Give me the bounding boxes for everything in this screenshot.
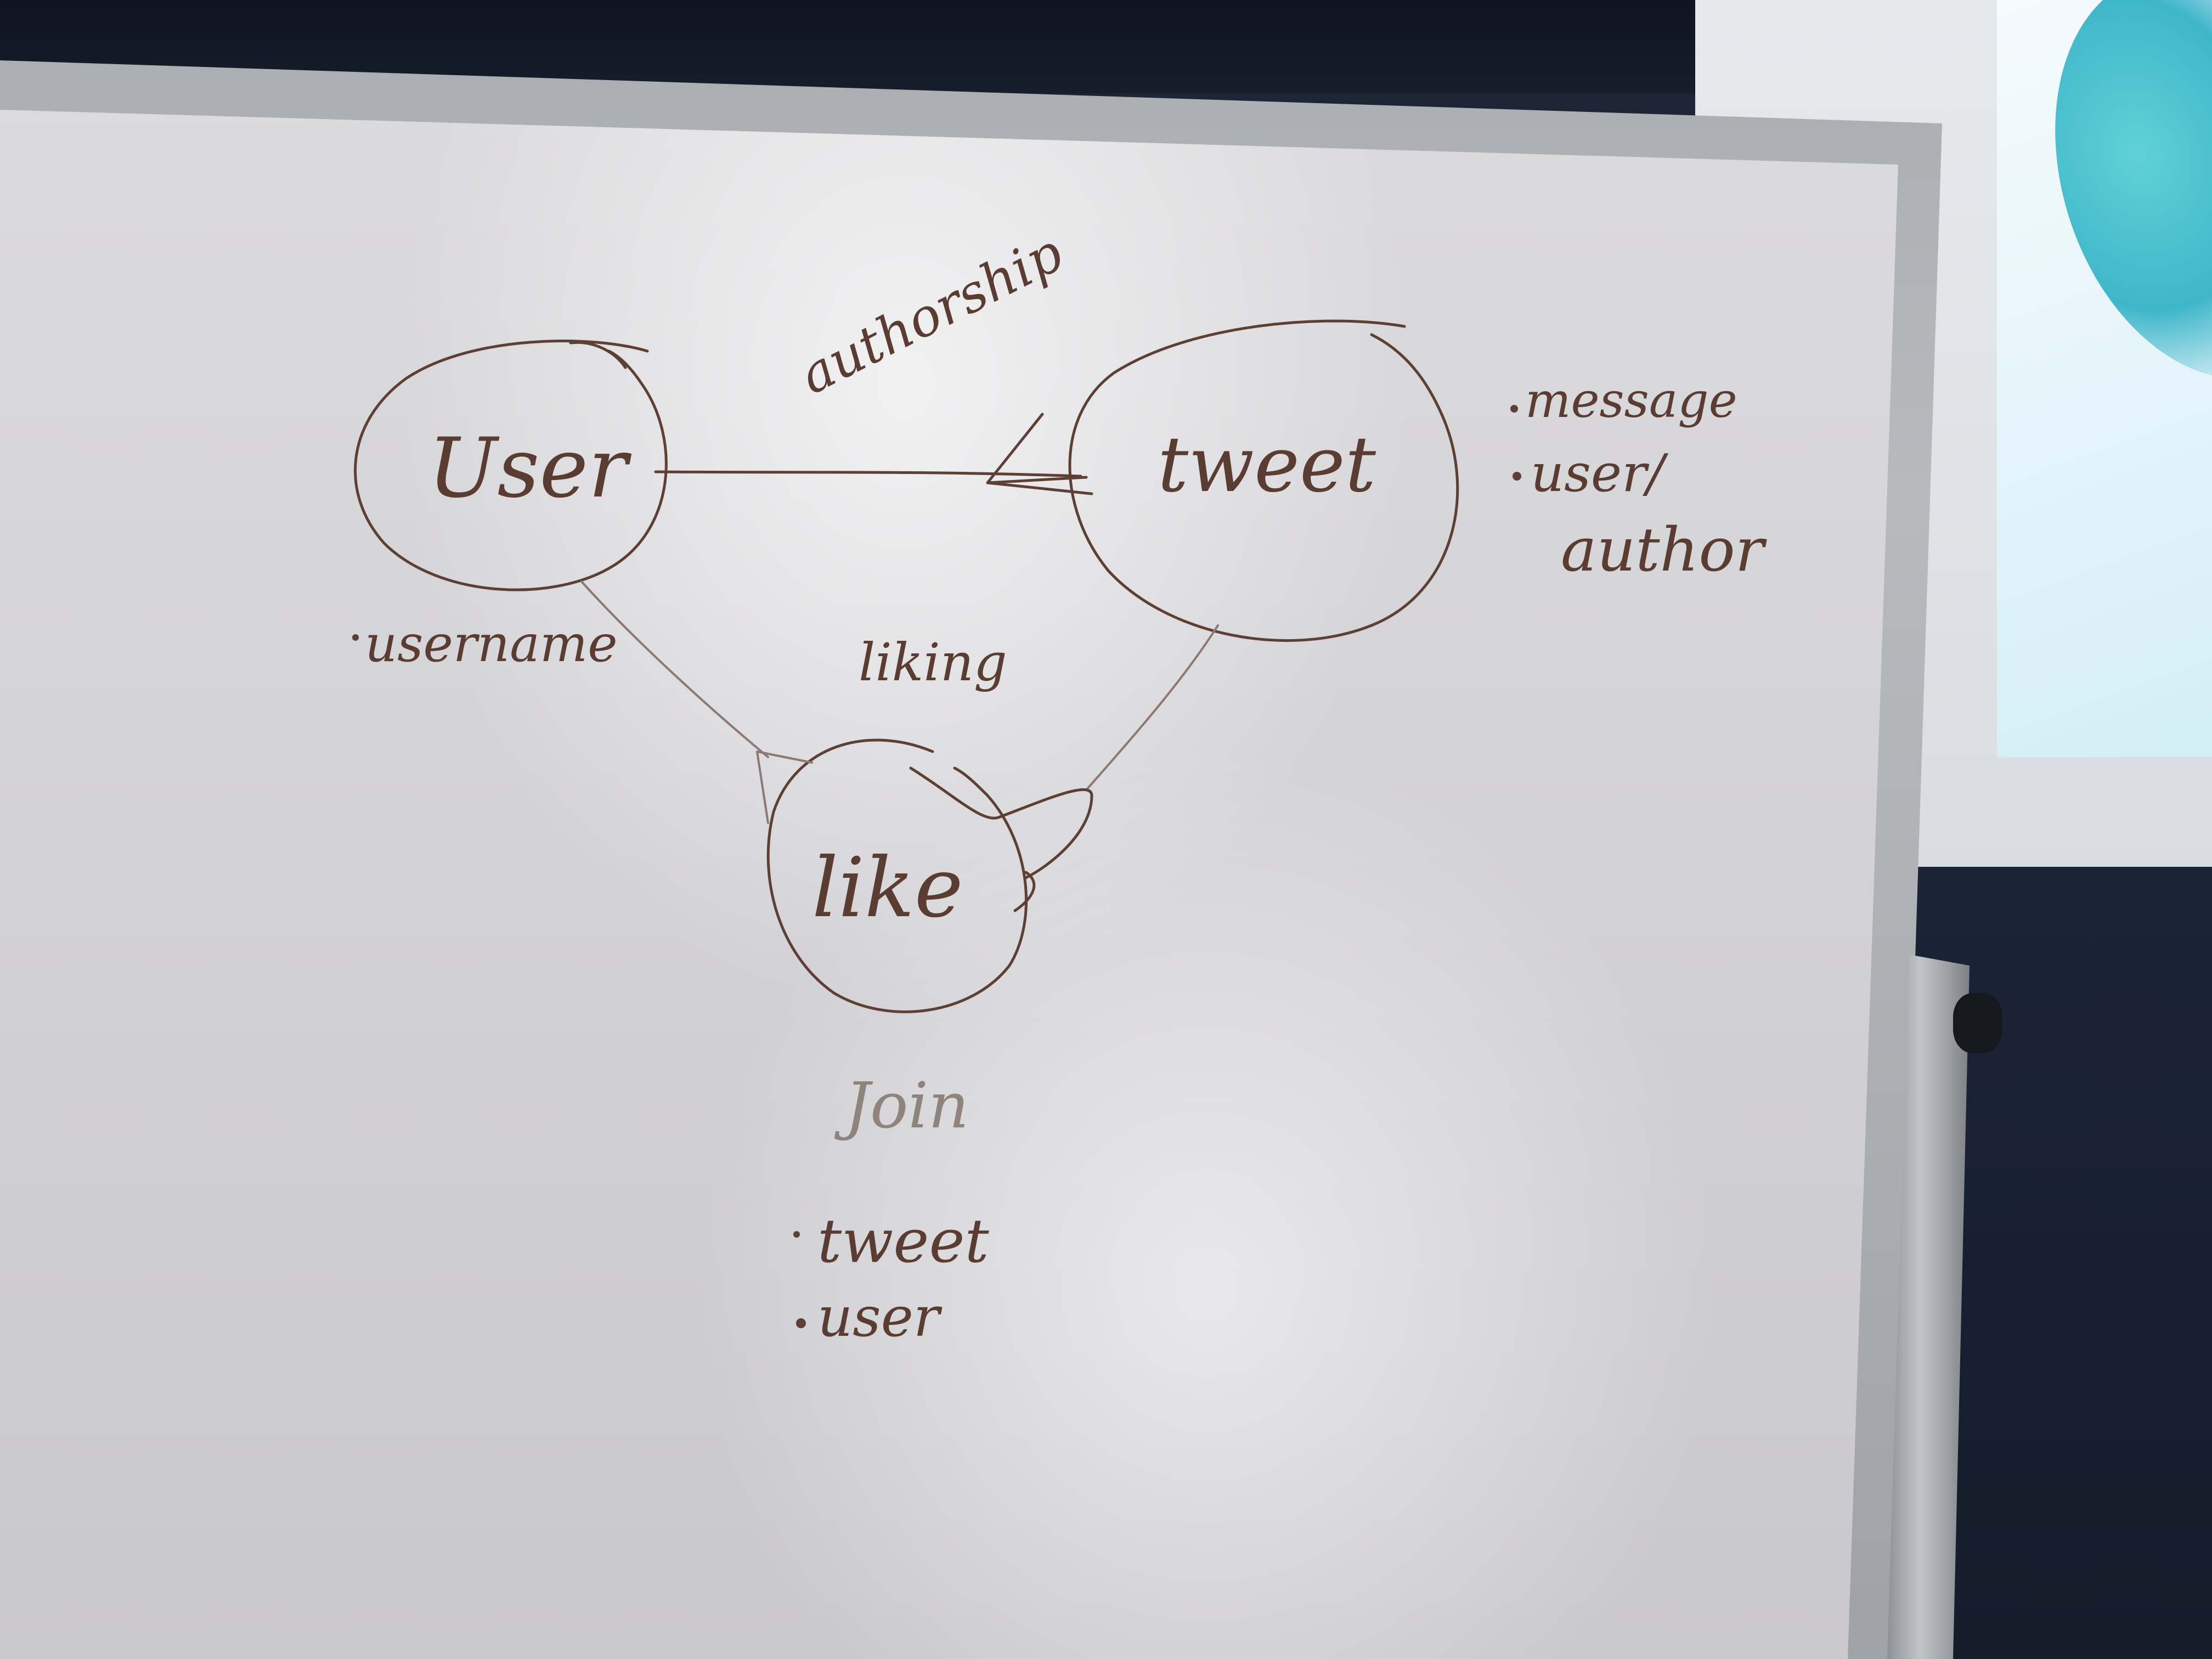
liking-label: liking xyxy=(859,633,1007,693)
entity-like-label: like xyxy=(812,840,963,936)
liking-crowsfoot-tweet xyxy=(909,766,1093,912)
entity-user-circle-tail xyxy=(569,341,627,369)
liking-line-user xyxy=(580,580,769,758)
entity-user: User xyxy=(354,340,668,591)
authorship-label: authorship xyxy=(791,223,1073,407)
attribute-bullet xyxy=(1510,405,1518,413)
attributes-tweet: message user/ author xyxy=(1510,372,1768,585)
attributes-user: username xyxy=(352,614,618,673)
attributes-like: tweet user xyxy=(793,1206,990,1349)
attribute-tweet-user: user/ xyxy=(1531,443,1669,504)
relationship-liking: liking xyxy=(580,580,1219,912)
whiteboard-surface xyxy=(0,110,1898,1659)
entity-user-circle xyxy=(354,340,668,591)
attribute-like-tweet: tweet xyxy=(817,1206,990,1276)
entity-tweet-circle xyxy=(1068,319,1459,642)
attribute-user-username: username xyxy=(365,614,618,673)
entity-like-circle xyxy=(766,738,1028,1013)
attribute-bullet xyxy=(793,1231,800,1238)
attribute-tweet-author: author xyxy=(1561,515,1768,585)
attribute-like-user: user xyxy=(817,1285,943,1349)
like-join-note: Join xyxy=(834,1069,969,1143)
liking-line-tweet xyxy=(1085,624,1219,791)
attribute-bullet xyxy=(1513,472,1521,481)
attribute-tweet-message: message xyxy=(1525,372,1737,428)
authorship-line xyxy=(654,470,1082,478)
attribute-bullet xyxy=(352,634,359,641)
whiteboard-stand-knob xyxy=(1953,993,2002,1053)
entity-like: like xyxy=(766,738,1028,1013)
authorship-crowsfoot xyxy=(986,413,1093,495)
entity-tweet-label: tweet xyxy=(1158,420,1376,510)
liking-crowsfoot-user xyxy=(756,751,813,824)
entity-user-label: User xyxy=(428,421,632,516)
entity-tweet: tweet xyxy=(1068,319,1459,642)
relationship-authorship: authorship xyxy=(654,223,1093,495)
attribute-bullet xyxy=(796,1318,806,1328)
